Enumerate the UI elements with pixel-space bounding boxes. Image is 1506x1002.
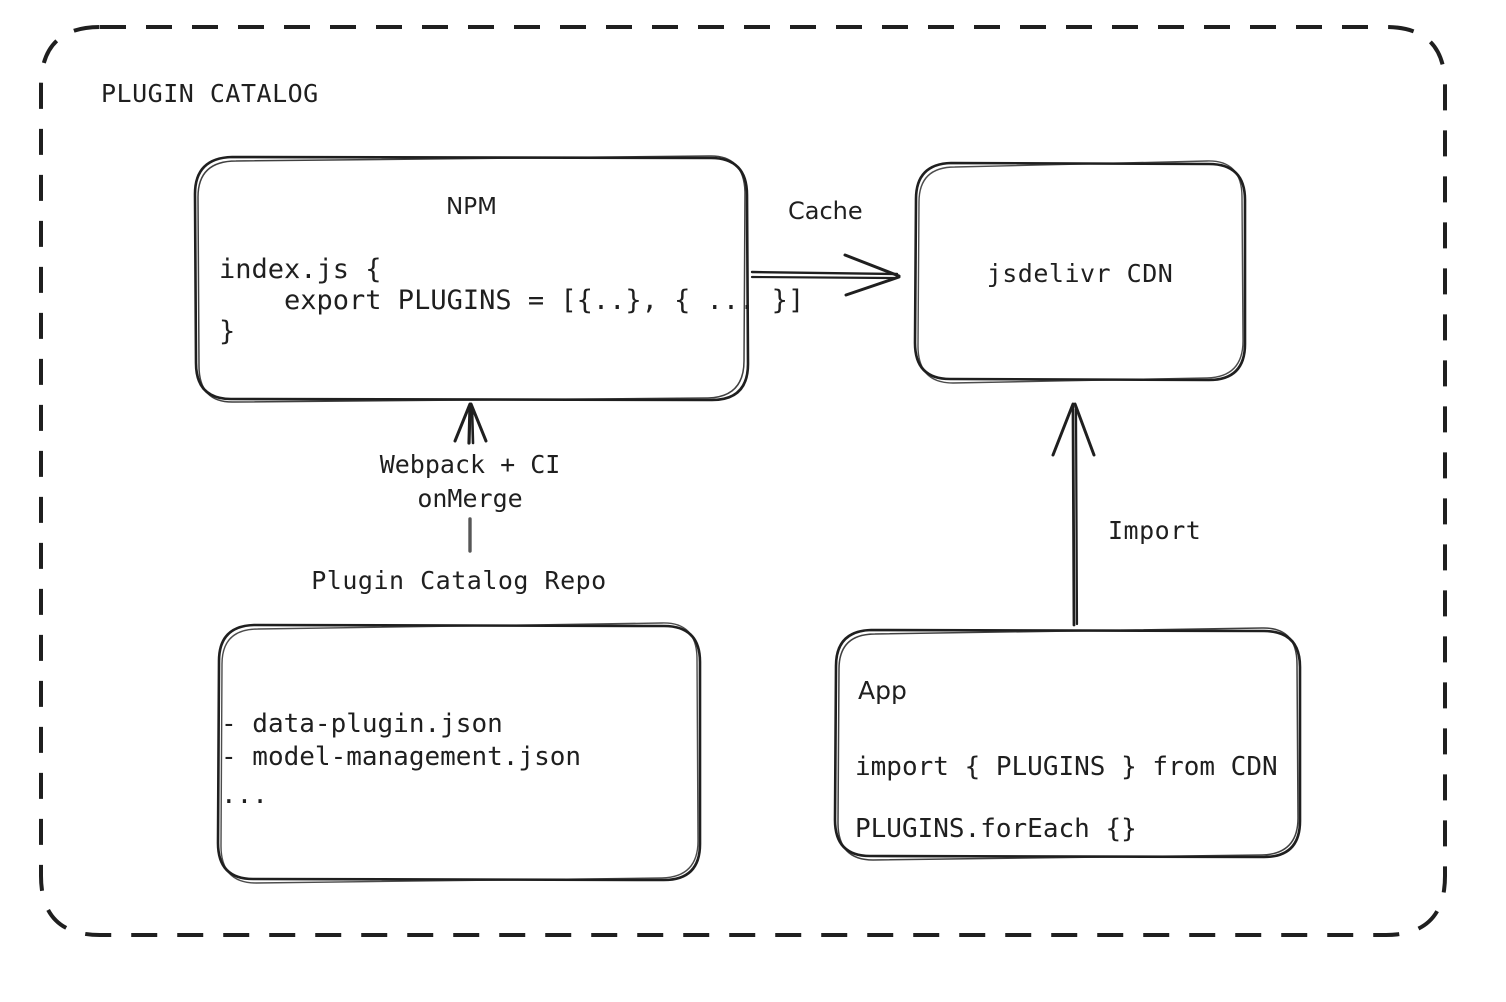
node-app-code-line-1: import { PLUGINS } from CDN (855, 752, 1278, 782)
group-title: PLUGIN CATALOG (101, 79, 319, 108)
edge-repo-to-npm-arrow (453, 402, 488, 553)
node-npm-code-line-2: export PLUGINS = [{..}, { ... }] (219, 285, 805, 316)
node-app-code-line-2: PLUGINS.forEach {} (855, 814, 1137, 844)
edge-app-to-cdn-arrow (1051, 402, 1096, 627)
edge-label-webpack-ci: Webpack + CI (379, 450, 561, 479)
repo-file-line-1: - data-plugin.json (221, 709, 503, 739)
node-npm-title: NPM (446, 194, 497, 220)
node-jsdelivr-cdn-shape (913, 160, 1247, 384)
node-npm-code-line-1: index.js { (219, 254, 382, 285)
edge-label-import: Import (1108, 516, 1202, 545)
node-npm-code-line-3: } (219, 316, 236, 347)
edge-label-onmerge: onMerge (417, 484, 523, 513)
repo-file-line-2: - model-management.json (221, 742, 582, 772)
edge-label-cache: Cache (788, 197, 863, 225)
node-jsdelivr-cdn-title: jsdelivr CDN (986, 259, 1174, 288)
repo-file-line-3: ... (221, 780, 268, 810)
edge-npm-to-cdn-arrow (750, 253, 901, 297)
node-app-title: App (858, 676, 907, 705)
node-plugin-catalog-repo-shape (216, 622, 702, 884)
node-npm-shape (193, 155, 750, 403)
group-container-border (39, 25, 1447, 937)
node-app-shape (833, 627, 1302, 861)
node-plugin-catalog-repo-caption: Plugin Catalog Repo (311, 566, 607, 595)
